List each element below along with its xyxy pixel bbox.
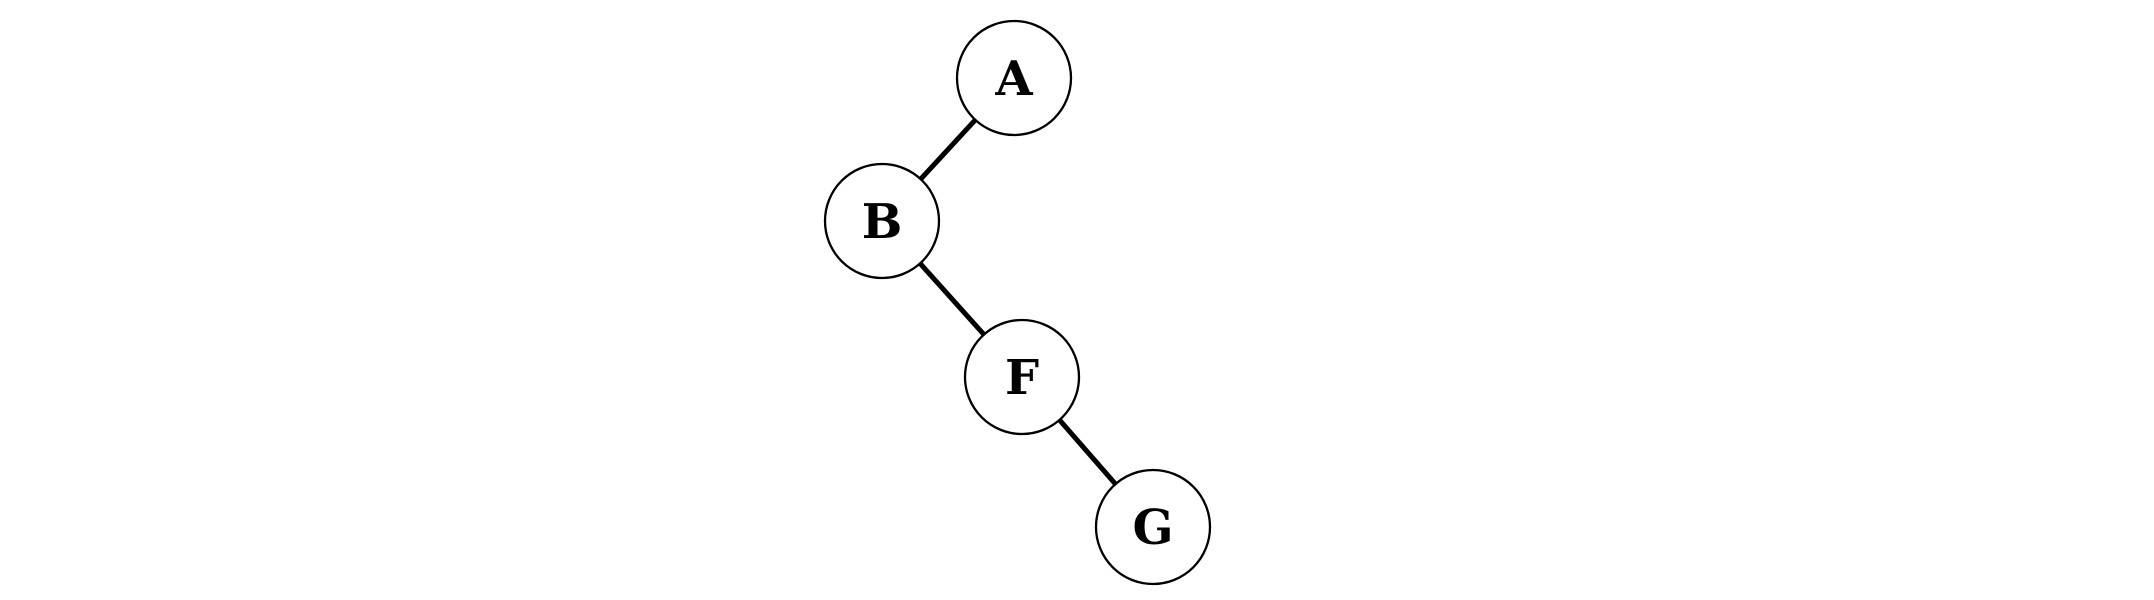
node-B-label: B xyxy=(862,194,903,250)
node-F-label: F xyxy=(1005,350,1039,406)
node-G-circle xyxy=(1094,468,1212,586)
node-F-circle xyxy=(963,318,1081,436)
node-A-circle xyxy=(955,19,1073,137)
node-A-label: A xyxy=(994,51,1033,107)
node-G-label: G xyxy=(1133,500,1174,556)
node-B-circle xyxy=(823,162,941,280)
